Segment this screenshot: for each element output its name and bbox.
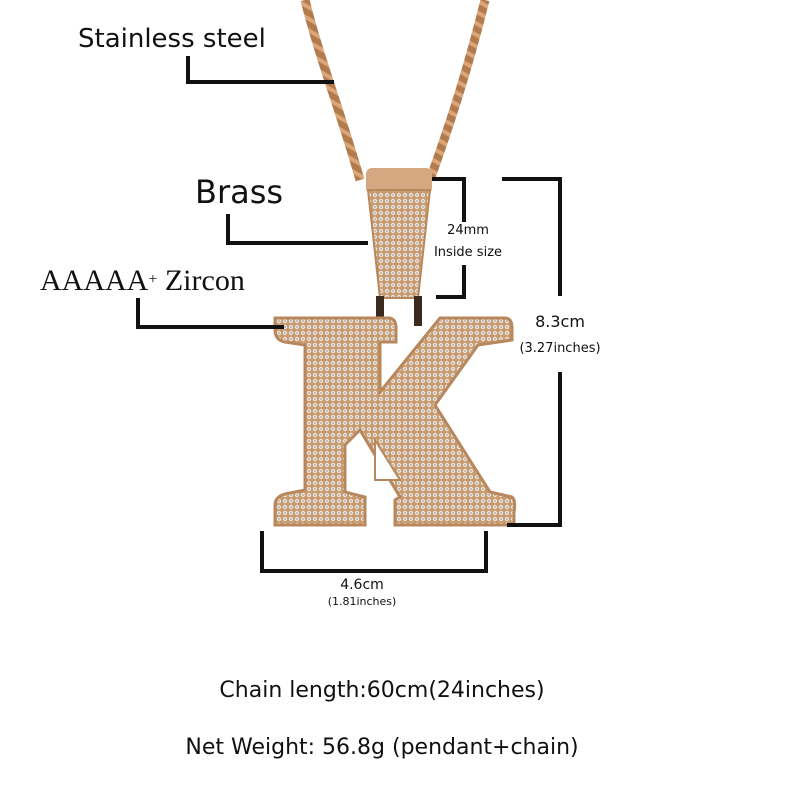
width-bracket [484, 531, 488, 573]
letter-k-pendant [273, 316, 517, 527]
chain-length-spec: Chain length:60cm(24inches) [219, 678, 545, 703]
height-in: (3.27inches) [519, 341, 601, 356]
stone-material: Zircon [164, 264, 245, 297]
height-bracket [507, 523, 562, 527]
height-cm: 8.3cm [535, 312, 585, 331]
bail [366, 168, 432, 326]
net-weight-spec: Net Weight: 56.8g (pendant+chain) [185, 735, 579, 760]
callout-chain-material: Stainless steel [78, 24, 266, 54]
bail-bracket [432, 177, 466, 181]
height-bracket [558, 372, 562, 527]
height-bracket [558, 177, 562, 296]
leader-line [136, 325, 284, 329]
width-bracket [260, 569, 488, 573]
bail-size-value: 24mm [447, 223, 489, 238]
bail-size-note: Inside size [433, 245, 503, 260]
bail-bracket [436, 295, 466, 299]
stone-grade: AAAAA [40, 264, 149, 297]
rope-chain [300, 0, 490, 182]
width-bracket [260, 531, 264, 573]
width-cm: 4.6cm [340, 577, 384, 593]
width-in: (1.81inches) [327, 595, 397, 608]
leader-line [226, 214, 230, 244]
callout-bail-material: Brass [195, 173, 284, 211]
leader-line [186, 56, 190, 84]
leader-line [186, 80, 334, 84]
callout-stone: AAAAA+ Zircon [40, 266, 245, 296]
stone-grade-plus: + [148, 271, 158, 288]
leader-line [136, 298, 140, 328]
height-bracket [502, 177, 562, 181]
bail-bracket [462, 177, 466, 222]
leader-line [226, 241, 368, 245]
bail-bracket [462, 265, 466, 299]
